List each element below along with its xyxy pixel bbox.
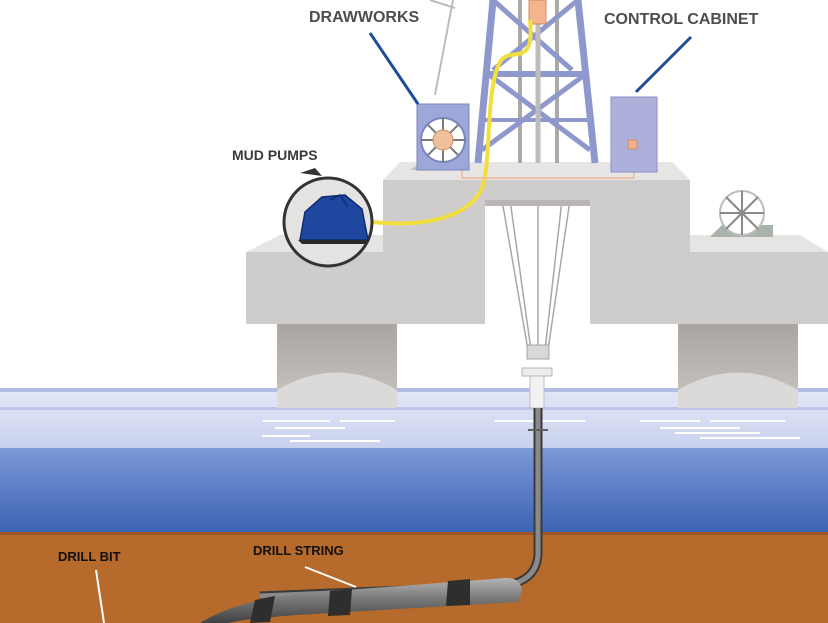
deck-winch — [710, 190, 773, 237]
control-cabinet-leader — [634, 35, 693, 94]
mud-pump — [282, 168, 374, 268]
seabed — [0, 532, 828, 623]
riser-cables — [501, 199, 571, 351]
drawworks-label: DRAWWORKS — [309, 9, 420, 26]
left-pontoon — [277, 322, 397, 408]
sea — [0, 388, 828, 532]
control-cabinet-label: CONTROL CABINET — [604, 11, 759, 28]
mud-line — [371, 19, 533, 226]
drill-string-label: DRILL STRING — [253, 543, 344, 558]
blowout-preventer — [521, 367, 553, 377]
sea-water — [0, 448, 828, 532]
traveling-block — [528, 0, 547, 25]
drawworks-leader — [368, 32, 420, 105]
mud-pumps-label: MUD PUMPS — [232, 147, 318, 163]
control-cabinet — [610, 96, 658, 173]
wave-lines — [262, 420, 800, 442]
right-pontoon — [678, 322, 798, 408]
drawworks — [410, 103, 470, 171]
derrick — [474, 0, 599, 164]
drill-bit-leader — [95, 569, 105, 623]
drill-bit-label: DRILL BIT — [58, 549, 121, 564]
riser-joint — [526, 344, 550, 360]
drill-string-leader — [304, 566, 357, 588]
drill-pipe-section — [200, 577, 522, 623]
